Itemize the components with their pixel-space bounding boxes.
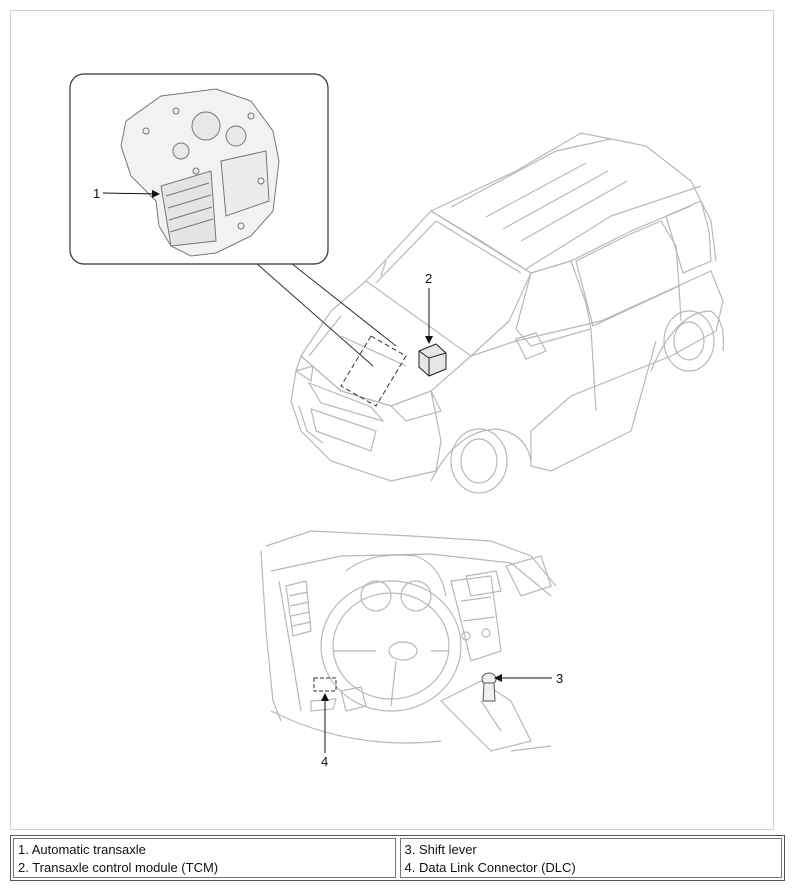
legend-table: 1. Automatic transaxle 2. Transaxle cont… [10, 835, 785, 881]
legend-item-4: 4. Data Link Connector (DLC) [404, 860, 576, 875]
callout-4-label: 4 [321, 754, 328, 769]
callout-1-leader [102, 189, 160, 198]
callout-2-label: 2 [425, 271, 432, 286]
legend-item-2: 2. Transaxle control module (TCM) [18, 860, 219, 875]
transaxle-location-outline [340, 335, 407, 407]
component-location-diagram: 1 2 3 4 [10, 10, 774, 830]
legend-item-3: 3. Shift lever [404, 842, 477, 857]
interior-illustration [260, 530, 557, 752]
callout-1-label: 1 [93, 186, 100, 201]
diagram-drawing: 1 2 3 4 [69, 73, 725, 769]
dlc-location-outline [313, 677, 337, 692]
transaxle-inset [69, 73, 397, 367]
transaxle-illustration [120, 88, 280, 257]
legend-left-column: 1. Automatic transaxle 2. Transaxle cont… [13, 838, 396, 878]
legend-item-1: 1. Automatic transaxle [18, 842, 146, 857]
legend-right-column: 3. Shift lever 4. Data Link Connector (D… [399, 838, 782, 878]
tcm-module [418, 343, 447, 377]
vehicle-illustration [290, 132, 725, 494]
callout-3-label: 3 [556, 671, 563, 686]
shift-lever [481, 672, 497, 702]
